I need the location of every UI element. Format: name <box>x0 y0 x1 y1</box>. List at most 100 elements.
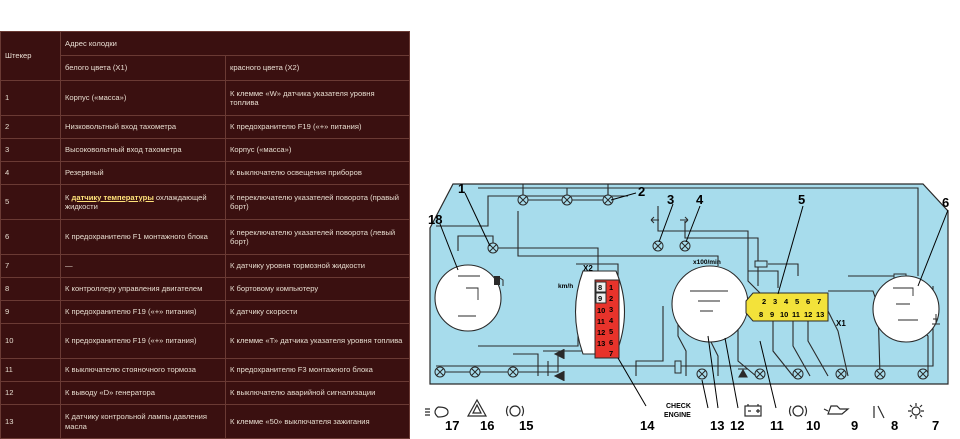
turn-right-arrow-icon <box>680 216 689 224</box>
row-x1: Резервный <box>60 161 226 185</box>
x2-pin: 9 <box>598 294 602 303</box>
row-x1: К выключателю стояночного тормоза <box>60 358 226 382</box>
callout-3: 3 <box>667 192 674 207</box>
x2-pin: 5 <box>609 327 613 336</box>
lamp <box>517 194 529 206</box>
lamp <box>917 368 929 380</box>
row-x2: К клемме «50» выключателя зажигания <box>224 404 411 439</box>
connector-x1 <box>745 292 829 322</box>
x2-pin: 8 <box>598 283 602 292</box>
lamp <box>434 366 446 378</box>
lamp <box>792 368 804 380</box>
sun-lamp-icon <box>908 403 924 419</box>
header-x1: белого цвета (X1) <box>60 55 226 81</box>
tachometer <box>671 265 749 343</box>
row-x2: К клемме «W» датчика указателя уровня то… <box>224 80 411 116</box>
callout-9: 9 <box>851 418 858 433</box>
row-number: 3 <box>0 138 61 162</box>
fuel-pump-icon <box>494 276 504 286</box>
callout-14: 14 <box>640 418 655 433</box>
lamp <box>602 194 614 206</box>
lamp <box>652 240 664 252</box>
row-number: 11 <box>0 358 61 382</box>
turn-left-arrow-icon <box>650 216 659 224</box>
header-pin: Штекер <box>0 31 61 81</box>
row-x1: К датчику температуры охлаждающей жидкос… <box>60 184 226 220</box>
callout-12: 12 <box>730 418 744 433</box>
row-x2: К бортовому компьютеру <box>224 277 411 301</box>
row-x2: К датчику скорости <box>224 300 411 324</box>
row-x2: К датчику уровня тормозной жидкости <box>224 254 411 278</box>
row-x1: К датчику контрольной лампы давления мас… <box>60 404 226 439</box>
lamp <box>487 242 499 254</box>
lamp <box>507 366 519 378</box>
row-number: 8 <box>0 277 61 301</box>
lamp <box>561 194 573 206</box>
pin-assignment-table: Штекер Адрес колодки белого цвета (X1) к… <box>0 31 411 439</box>
callout-11: 11 <box>770 418 784 433</box>
row-number: 6 <box>0 219 61 255</box>
row-number: 7 <box>0 254 61 278</box>
x1-pin: 7 <box>817 297 821 306</box>
lamp <box>696 368 708 380</box>
x2-pin: 10 <box>597 306 605 315</box>
header-address: Адрес колодки <box>59 31 411 56</box>
x1-label: X1 <box>836 319 846 328</box>
x1-pin: 5 <box>795 297 799 306</box>
coolant-sensor-link[interactable]: датчику температуры <box>71 192 154 202</box>
x2-label: X2 <box>583 264 593 273</box>
row-number: 10 <box>0 323 61 359</box>
row-number: 4 <box>0 161 61 185</box>
row-x2: К предохранителю F19 («+» питания) <box>224 115 411 139</box>
callout-10: 10 <box>806 418 820 433</box>
row-x2: К выключателю аварийной сигнализации <box>224 381 411 405</box>
callout-6: 6 <box>942 195 949 210</box>
x2-pin: 11 <box>597 317 605 326</box>
header-x2: красного цвета (X2) <box>224 55 411 81</box>
callout-7: 7 <box>932 418 939 433</box>
x1-pin: 9 <box>770 310 774 319</box>
row-x1: К предохранителю F1 монтажного блока <box>60 219 226 255</box>
row-number: 9 <box>0 300 61 324</box>
lamp <box>754 368 766 380</box>
tacho-unit: x100/min <box>693 259 721 266</box>
seatbelt-icon <box>873 405 885 419</box>
lamp <box>835 368 847 380</box>
x1-pin: 13 <box>816 310 824 319</box>
callout-8: 8 <box>891 418 898 433</box>
x2-pin: 4 <box>609 316 614 325</box>
x2-pin: 3 <box>609 305 613 314</box>
fuel-gauge <box>434 264 502 332</box>
callout-16: 16 <box>480 418 494 433</box>
x1-pin: 4 <box>784 297 789 306</box>
row-number: 13 <box>0 404 61 439</box>
callout-2: 2 <box>638 184 645 199</box>
oil-can-icon <box>823 405 850 415</box>
x2-pin: 6 <box>609 338 613 347</box>
row-x2: К предохранителю F3 монтажного блока <box>224 358 411 382</box>
x1-pin: 3 <box>773 297 777 306</box>
hazard-triangle-icon <box>466 398 488 417</box>
instrument-cluster-diagram: 8 9 10 11 12 13 1 2 3 4 5 6 7 X2 km/h x1… <box>425 181 949 433</box>
row-x2: К переключателю указателей поворота (пра… <box>224 184 411 220</box>
x2-pin: 12 <box>597 328 605 337</box>
coolant-temp-icon <box>932 314 940 325</box>
battery-icon <box>744 404 762 417</box>
callout-18: 18 <box>428 212 442 227</box>
x2-pin: 1 <box>609 283 613 292</box>
headlight-icon <box>425 406 449 418</box>
x1-pin: 6 <box>806 297 810 306</box>
row-x1: — <box>60 254 226 278</box>
row-x1: Корпус («масса») <box>60 80 226 116</box>
x1-pin: 8 <box>759 310 763 319</box>
row-number: 12 <box>0 381 61 405</box>
lamp <box>679 240 691 252</box>
callout-13: 13 <box>710 418 724 433</box>
row-x1: К предохранителю F19 («+» питания) <box>60 323 226 359</box>
temperature-gauge <box>872 275 940 343</box>
row-number: 1 <box>0 80 61 116</box>
callout-17: 17 <box>445 418 459 433</box>
lamp <box>874 368 886 380</box>
row-x1: Высоковольтный вход тахометра <box>60 138 226 162</box>
row-x1: Низковольтный вход тахометра <box>60 115 226 139</box>
